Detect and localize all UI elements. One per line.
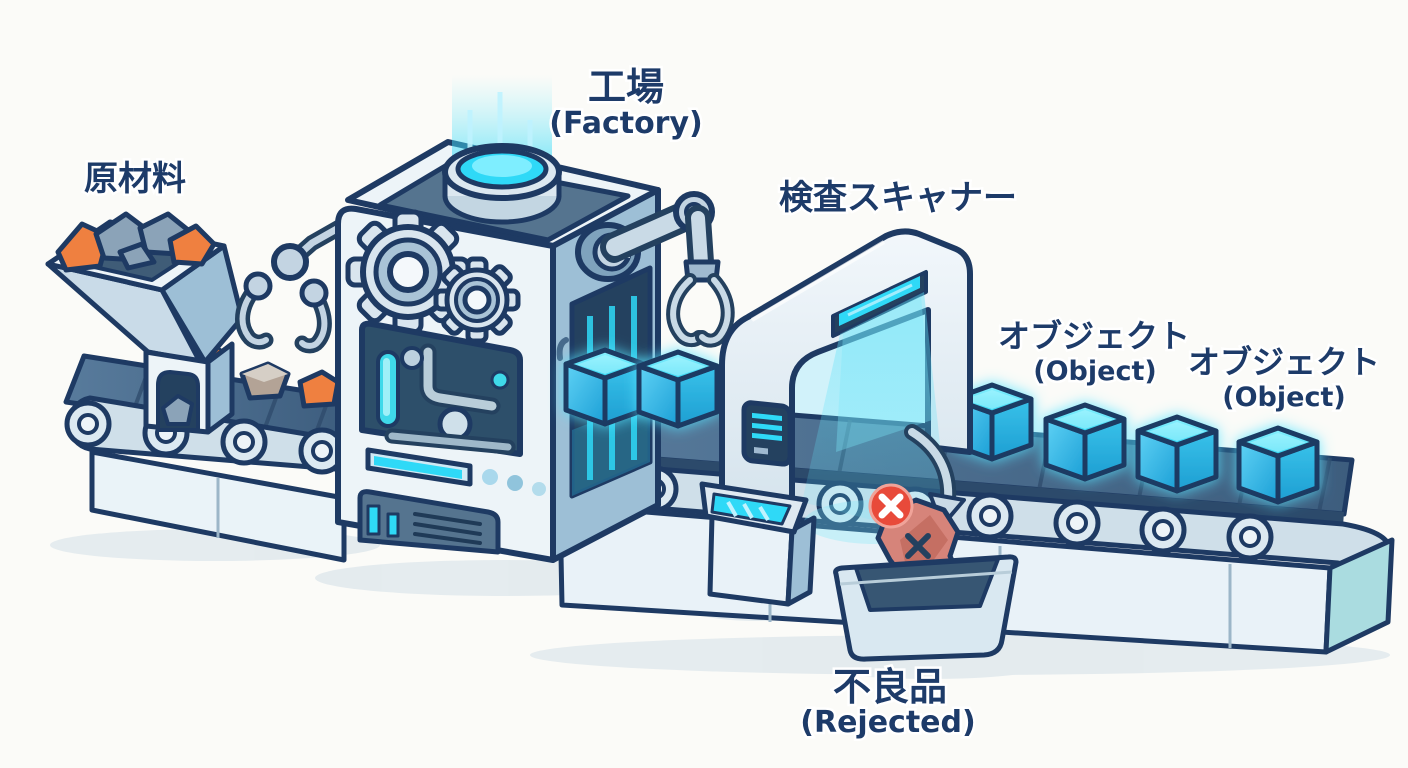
pedestal-screen bbox=[710, 492, 792, 526]
conveyor-roller bbox=[1053, 499, 1101, 547]
scanner-pedestal bbox=[699, 481, 817, 607]
factory-machine bbox=[335, 75, 661, 563]
label-raw-materials: 原材料 bbox=[84, 159, 186, 199]
product-cube bbox=[566, 350, 644, 424]
pedestal-side bbox=[785, 515, 817, 607]
conveyor-roller bbox=[64, 400, 112, 448]
claw-joint bbox=[243, 271, 273, 301]
rock-gray bbox=[117, 241, 157, 271]
raw-materials-hopper bbox=[45, 211, 245, 435]
left-conveyor-rollers bbox=[64, 400, 346, 475]
product-cube bbox=[1138, 417, 1216, 491]
conveyor-roller bbox=[298, 427, 346, 475]
claw-wrist-joint bbox=[271, 243, 309, 281]
conveyor-roller bbox=[1139, 506, 1187, 554]
robotic-claw-left bbox=[235, 218, 350, 354]
gear-icon-small bbox=[433, 256, 521, 344]
vent-light bbox=[386, 512, 400, 538]
label-object-2-en: (Object) bbox=[1222, 382, 1345, 413]
indicator-dot bbox=[482, 469, 498, 485]
label-rejected-en: (Rejected) bbox=[800, 705, 975, 740]
raw-chunk-orange-2 bbox=[297, 369, 341, 409]
diagram-labels: 原材料 工場 (Factory) 検査スキャナー オブジェクト (Object)… bbox=[82, 63, 1383, 743]
conveyor-roller bbox=[1226, 513, 1274, 561]
indicator-slot-light bbox=[374, 456, 462, 479]
arch-highlight bbox=[750, 240, 886, 322]
pipe-light bbox=[490, 370, 510, 390]
label-object-1-jp: オブジェクト bbox=[998, 317, 1190, 355]
defect-x-mark bbox=[905, 533, 931, 559]
conveyor-roller bbox=[966, 492, 1014, 540]
bin-interior bbox=[854, 557, 1000, 612]
reject-x-badge-icon bbox=[868, 483, 914, 529]
factory-side-opening bbox=[569, 265, 653, 499]
factory-glow-port bbox=[442, 143, 562, 225]
factory-window bbox=[359, 320, 523, 457]
indicator-dot bbox=[532, 482, 546, 496]
label-factory-en: (Factory) bbox=[549, 106, 703, 141]
factory-front-controls bbox=[357, 447, 546, 555]
hopper-chute-side bbox=[205, 341, 235, 435]
label-rejected-jp: 不良品 bbox=[833, 665, 947, 709]
label-scanner: 検査スキャナー bbox=[779, 178, 1017, 218]
claw-finger-right-inner bbox=[299, 290, 328, 349]
vent-lines bbox=[413, 512, 482, 545]
conveyor-roller bbox=[220, 418, 268, 466]
claw-joint bbox=[299, 278, 329, 308]
opening-glow bbox=[572, 400, 650, 496]
main-base-side bbox=[1323, 537, 1395, 655]
claw-finger-left-inner bbox=[239, 283, 269, 346]
product-cube bbox=[1239, 428, 1317, 502]
raw-chunk-gray-top bbox=[242, 364, 288, 382]
side-handle bbox=[556, 337, 569, 361]
vent-light bbox=[366, 504, 381, 536]
rock-orange bbox=[167, 223, 217, 267]
indicator-dot bbox=[507, 475, 523, 491]
reject-bin bbox=[833, 554, 1019, 662]
product-cube bbox=[1046, 405, 1124, 479]
chute-rock bbox=[161, 394, 194, 426]
label-object-2-jp: オブジェクト bbox=[1188, 343, 1380, 381]
label-factory-jp: 工場 bbox=[588, 65, 664, 109]
reject-flow bbox=[833, 424, 1019, 662]
pipe-valve bbox=[400, 346, 424, 370]
label-object-1-en: (Object) bbox=[1033, 356, 1156, 387]
hopper-rocks bbox=[55, 211, 217, 273]
robotic-arm-right bbox=[600, 191, 735, 348]
product-cube bbox=[639, 352, 717, 426]
scanner-control-panel bbox=[741, 400, 793, 467]
